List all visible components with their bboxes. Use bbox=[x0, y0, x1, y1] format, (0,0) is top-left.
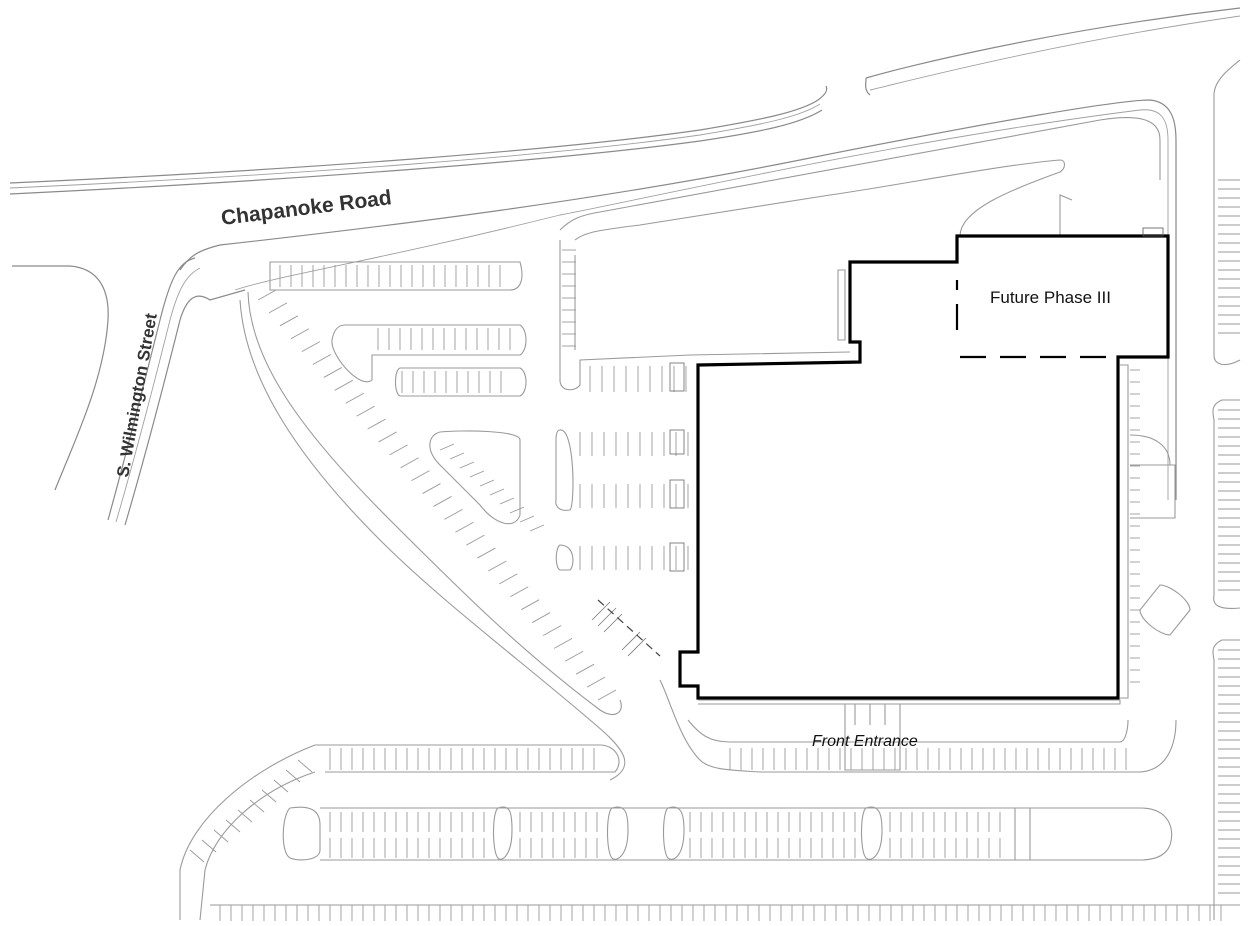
rooftop-unit bbox=[1142, 227, 1164, 237]
wilmington-street bbox=[12, 257, 246, 526]
parking-stall-line bbox=[469, 470, 485, 478]
parking-stall-line bbox=[477, 547, 496, 559]
parking-stall-line bbox=[575, 663, 595, 675]
parking-stall-line bbox=[455, 521, 474, 533]
parking-stall-line bbox=[489, 488, 505, 496]
building-west-recess bbox=[837, 269, 846, 341]
parking-stall-line bbox=[531, 612, 551, 623]
parking-stall-line bbox=[356, 405, 375, 417]
parking-stall-line bbox=[449, 452, 465, 460]
hatched-pads bbox=[591, 362, 685, 657]
parking-stall-line bbox=[345, 392, 364, 404]
parking-stall-line bbox=[499, 573, 518, 585]
north-stall-rows bbox=[279, 249, 689, 570]
parking-stall-line bbox=[564, 650, 584, 662]
parking-stall-line bbox=[400, 457, 419, 469]
parking-stall-line bbox=[312, 354, 332, 365]
building-outline bbox=[678, 234, 1170, 700]
parking-stall-line bbox=[297, 759, 313, 773]
parking-stall-line bbox=[509, 506, 525, 514]
parking-stall-line bbox=[290, 328, 310, 340]
parking-stall-line bbox=[367, 418, 386, 430]
parking-stall-line bbox=[213, 829, 229, 843]
parking-stall-line bbox=[257, 289, 277, 301]
parking-stall-line bbox=[279, 315, 299, 327]
parking-islands bbox=[331, 117, 1161, 571]
west-parking-lot bbox=[239, 261, 626, 781]
south-stall-rows bbox=[189, 748, 1222, 921]
parking-stall-line bbox=[273, 779, 289, 793]
parking-stall-line bbox=[237, 809, 253, 823]
parking-stall-line bbox=[389, 444, 408, 456]
parking-stall-line bbox=[553, 637, 573, 649]
parking-stall-line bbox=[488, 560, 507, 572]
parking-stall-line bbox=[411, 470, 430, 482]
parking-stall-line bbox=[334, 379, 353, 391]
parking-stall-line bbox=[439, 443, 455, 451]
parking-stall-line bbox=[529, 524, 545, 532]
east-parking bbox=[1059, 59, 1241, 920]
south-parking-lot bbox=[179, 679, 1240, 921]
parking-stall-line bbox=[285, 769, 301, 783]
west-diagonal-stalls bbox=[257, 289, 617, 701]
parking-stall-line bbox=[433, 496, 452, 507]
parking-stall-line bbox=[378, 431, 397, 443]
parking-stall-line bbox=[301, 341, 321, 353]
parking-stall-line bbox=[542, 625, 562, 636]
parking-stall-line bbox=[521, 599, 540, 611]
parking-stall-line bbox=[323, 367, 343, 378]
parking-stall-line bbox=[499, 497, 515, 505]
parking-stall-line bbox=[444, 508, 463, 520]
parking-stall-line bbox=[586, 676, 606, 688]
parking-stall-line bbox=[249, 799, 265, 813]
building-east-band bbox=[1120, 364, 1129, 699]
east-stall-rows bbox=[1130, 179, 1240, 894]
parking-stall-line bbox=[225, 819, 241, 833]
parking-stall-line bbox=[479, 479, 495, 487]
front-entrance-label: Front Entrance bbox=[812, 733, 918, 750]
wilmington-street-label: S. Wilmington Street bbox=[113, 312, 161, 479]
parking-stall-line bbox=[519, 515, 535, 523]
parking-stall-line bbox=[466, 534, 485, 546]
parking-stall-line bbox=[201, 839, 217, 853]
parking-stall-line bbox=[597, 689, 617, 701]
future-phase-label: Future Phase III bbox=[990, 288, 1111, 307]
parking-stall-line bbox=[422, 483, 441, 494]
building-south-band bbox=[698, 699, 1121, 705]
parking-stall-line bbox=[459, 461, 475, 469]
parking-stall-line bbox=[268, 302, 288, 314]
chapanoke-road bbox=[9, 7, 1241, 500]
chapanoke-road-label: Chapanoke Road bbox=[220, 186, 393, 230]
parking-stall-line bbox=[510, 586, 529, 598]
parking-stall-line bbox=[261, 789, 277, 803]
front-entrance-canopy bbox=[844, 704, 901, 771]
phase-iii-dashed-boundary bbox=[955, 280, 1118, 359]
parking-stall-line bbox=[189, 849, 205, 863]
